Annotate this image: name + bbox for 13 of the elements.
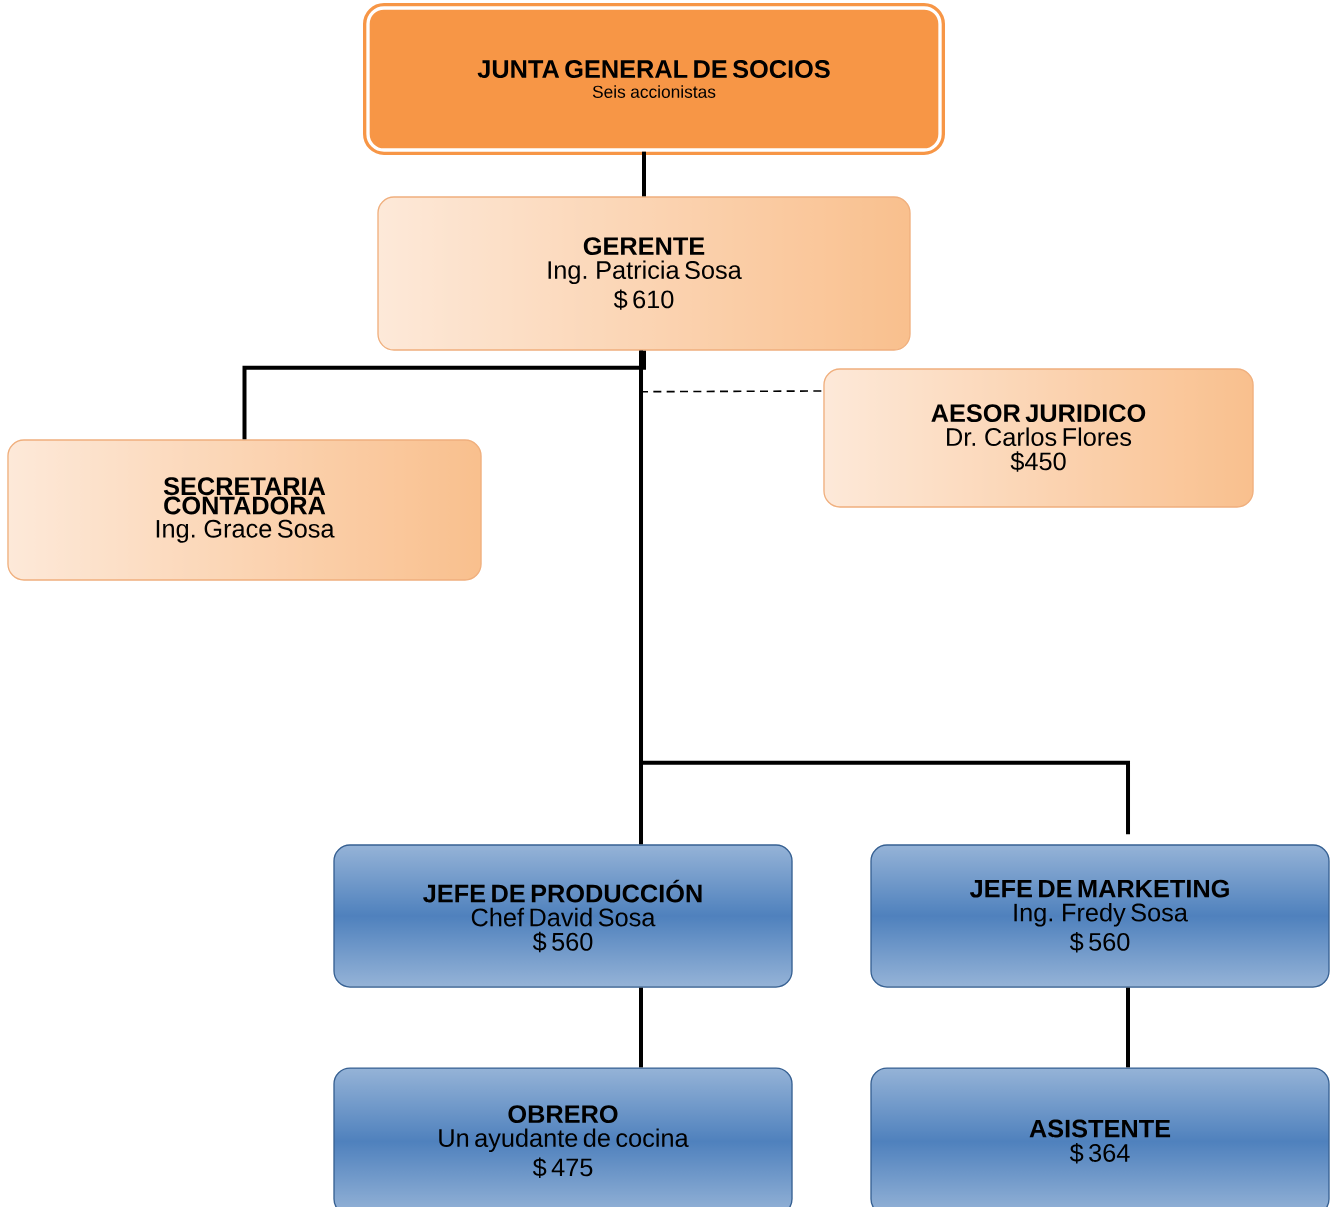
- position-box: OBRERO Un ayudante de cocina $ 475: [333, 1067, 793, 1207]
- position-box: SECRETARIA CONTADORA Ing. Grace Sosa: [7, 439, 482, 581]
- position-box: GERENTE Ing. Patricia Sosa $ 610: [377, 196, 911, 351]
- position-box: AESOR JURIDICO Dr. Carlos Flores $450: [823, 368, 1254, 508]
- position-box: ASISTENTE $ 364: [870, 1067, 1330, 1207]
- connector-line: [1126, 987, 1130, 1068]
- position-box: JEFE DE MARKETING Ing. Fredy Sosa $ 560: [870, 844, 1330, 988]
- board-box: JUNTA GENERAL DE SOCIOS Seis accionistas: [363, 3, 945, 155]
- connector-line: [242, 350, 646, 440]
- connector-line: [642, 151, 646, 197]
- connector-line: [639, 350, 1130, 835]
- position-box: JEFE DE PRODUCCIÓN Chef David Sosa $ 560: [333, 844, 793, 988]
- connector-line: [639, 987, 643, 1068]
